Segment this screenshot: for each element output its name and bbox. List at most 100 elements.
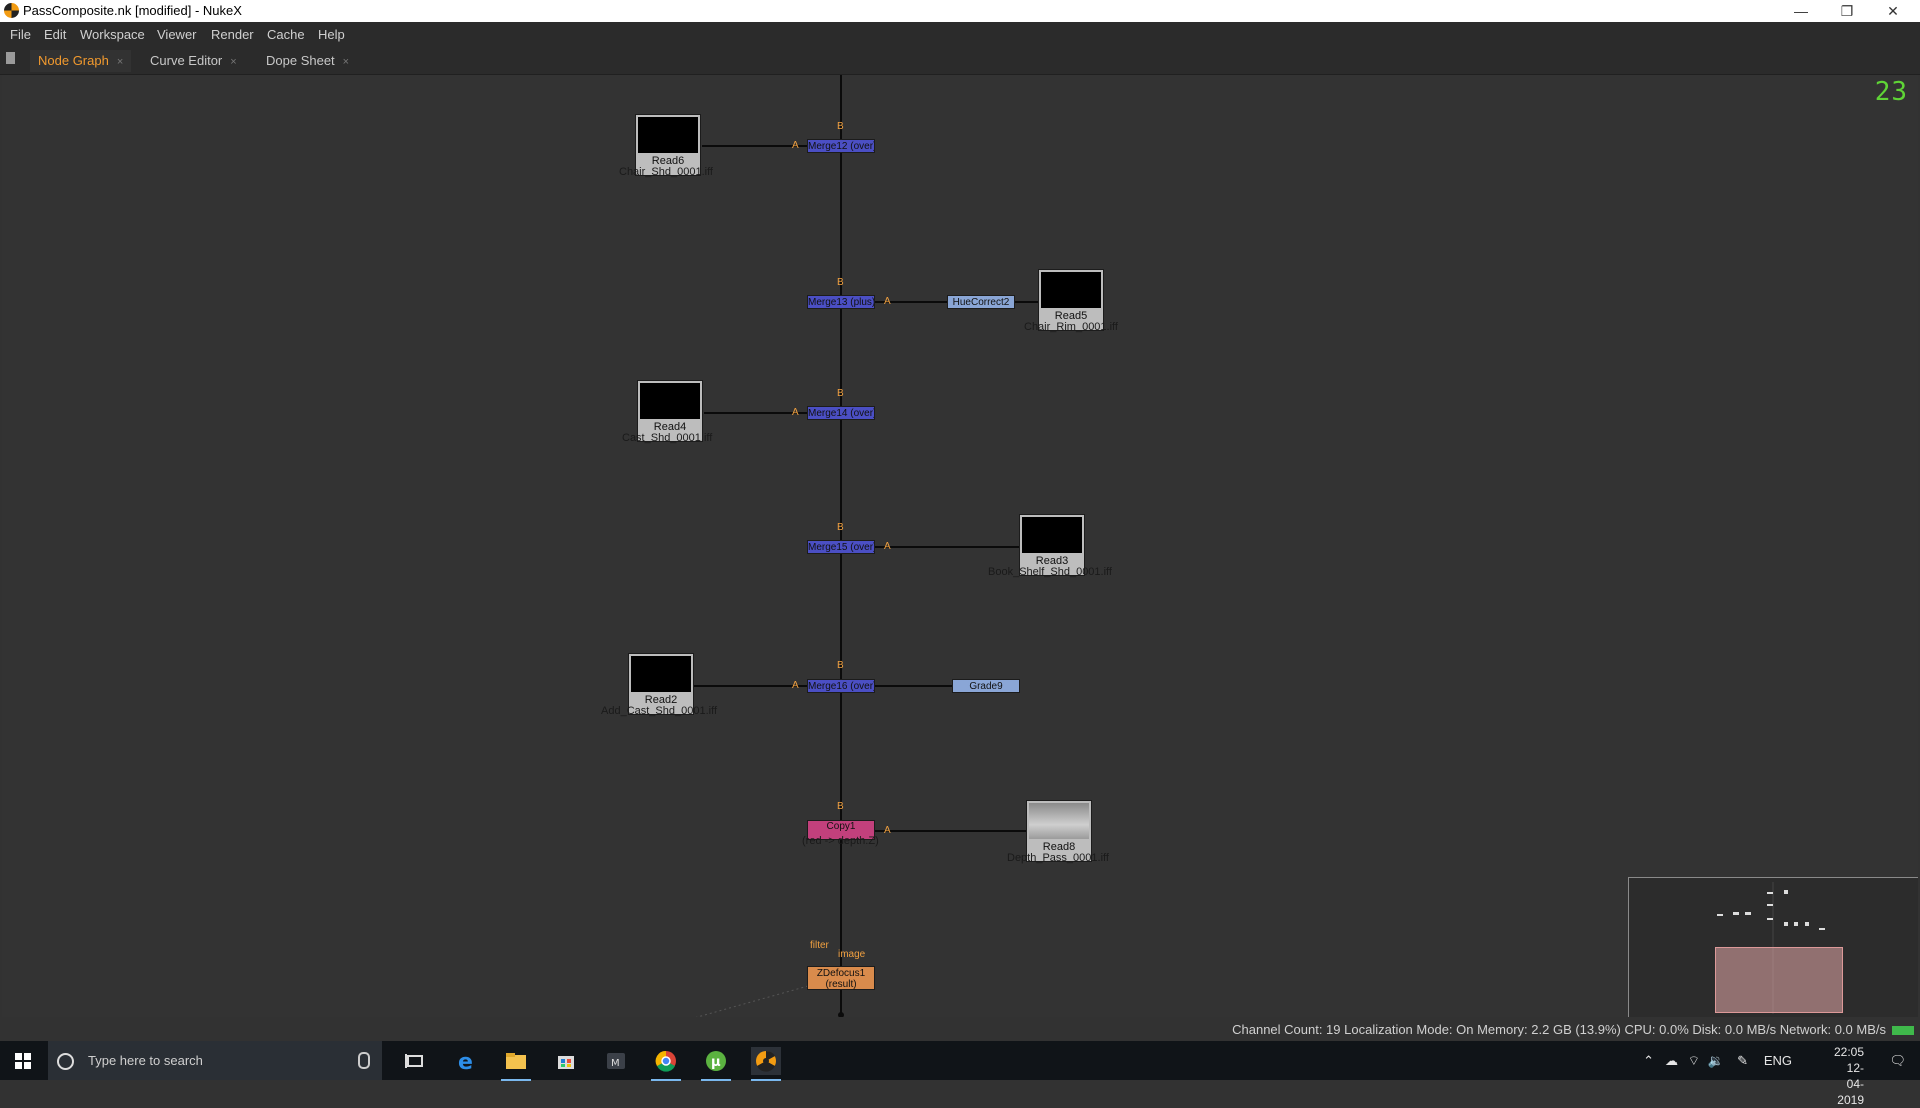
read5-node[interactable]: Read5 (1038, 269, 1104, 331)
node-label: Read4 (653, 421, 687, 433)
pin-b[interactable]: B (837, 801, 844, 812)
clock-date: 12-04-2019 (1837, 1061, 1864, 1107)
node-file-label: Depth_Pass_0001.iff (1007, 852, 1109, 864)
edge-icon[interactable]: e (452, 1047, 482, 1075)
status-indicator (1892, 1026, 1914, 1035)
minimap-viewport[interactable] (1715, 947, 1843, 1013)
menu-workspace[interactable]: Workspace (80, 27, 145, 42)
read4-node[interactable]: Read4 (637, 380, 703, 442)
close-tab-icon[interactable]: × (230, 56, 237, 68)
utorrent-icon[interactable]: μ (701, 1047, 731, 1081)
pin-a[interactable]: A (884, 825, 891, 836)
taskbar-search-box[interactable]: Type here to search (48, 1041, 382, 1080)
node-file-label: Chair_Rim_0001.iff (1024, 321, 1118, 333)
node-thumbnail (1041, 272, 1101, 308)
minimize-button[interactable]: — (1794, 3, 1808, 19)
wifi-icon[interactable]: ⌔ (1687, 1053, 1700, 1068)
merge16-node[interactable]: Merge16 (over) (807, 679, 875, 693)
node-file-label: Add_Cast_Shd_0001.iff (601, 705, 717, 717)
node-file-label: Cast_Shd_0001.iff (622, 432, 713, 444)
chevron-up-icon[interactable]: ⌃ (1643, 1053, 1654, 1068)
merge13-node[interactable]: Merge13 (plus) (807, 295, 875, 309)
pane-tab-bar: Node Graph× Curve Editor × Dope Sheet × (0, 46, 1920, 75)
app-icon[interactable]: M (601, 1047, 631, 1075)
frame-indicator: 23 (1874, 77, 1908, 107)
huecorrect2-node[interactable]: HueCorrect2 (947, 295, 1015, 309)
node-file-label: Book_Shelf_Shd_0001.iff (988, 566, 1112, 578)
tab-node-graph[interactable]: Node Graph× (30, 50, 132, 72)
node-thumbnail (1029, 803, 1089, 839)
pin-image[interactable]: image (838, 949, 866, 960)
merge12-node[interactable]: Merge12 (over) (807, 139, 875, 153)
pin-b[interactable]: B (837, 277, 844, 288)
node-label: Read2 (644, 694, 678, 706)
tab-curve-editor[interactable]: Curve Editor × (142, 50, 245, 72)
pin-b[interactable]: B (837, 522, 844, 533)
close-tab-icon[interactable]: × (116, 56, 124, 68)
node-label: Read8 (1042, 841, 1076, 853)
grade9-node[interactable]: Grade9 (952, 679, 1020, 693)
notification-icon[interactable]: 🗨 (1889, 1053, 1906, 1068)
close-tab-icon[interactable]: × (342, 56, 350, 68)
output-dot (838, 1012, 844, 1017)
volume-icon[interactable]: 🔉 (1707, 1053, 1724, 1068)
node-label: Read6 (651, 155, 685, 167)
node-label: Copy1 (826, 821, 856, 832)
tab-label: Dope Sheet (266, 53, 335, 68)
node-sub-label: (red -> depth.Z) (802, 835, 879, 847)
menu-help[interactable]: Help (318, 27, 345, 42)
read6-node[interactable]: Read6 (635, 114, 701, 176)
node-label: ZDefocus1 (816, 968, 866, 979)
zdefocus1-node[interactable]: ZDefocus1 (result) (807, 966, 875, 990)
pin-a[interactable]: A (884, 541, 891, 552)
store-icon[interactable] (551, 1047, 581, 1075)
pin-a[interactable]: A (792, 680, 799, 691)
chrome-icon[interactable] (651, 1047, 681, 1081)
onedrive-icon[interactable]: ☁ (1665, 1053, 1678, 1068)
pin-b[interactable]: B (837, 660, 844, 671)
node-thumbnail (640, 383, 700, 419)
tab-label: Curve Editor (150, 53, 223, 68)
search-placeholder: Type here to search (88, 1053, 203, 1068)
node-sub-label: (result) (825, 979, 857, 990)
read2-node[interactable]: Read2 (628, 653, 694, 715)
pane-menu-icon[interactable] (6, 52, 15, 64)
microphone-icon[interactable] (358, 1052, 370, 1069)
pin-b[interactable]: B (837, 121, 844, 132)
cortana-icon (57, 1053, 74, 1070)
windows-start-icon[interactable] (15, 1053, 31, 1069)
task-view-icon[interactable] (400, 1047, 430, 1075)
read8-node[interactable]: Read8 (1026, 800, 1092, 862)
close-window-button[interactable]: ✕ (1887, 3, 1899, 19)
menu-cache[interactable]: Cache (267, 27, 305, 42)
clock[interactable]: 22:05 12-04-2019 (1834, 1044, 1864, 1108)
pen-icon[interactable]: ✎ (1737, 1053, 1748, 1068)
menu-file[interactable]: File (10, 27, 31, 42)
file-explorer-icon[interactable] (501, 1047, 531, 1081)
svg-text:e: e (458, 1050, 473, 1075)
window-title: PassComposite.nk [modified] - NukeX (23, 3, 242, 18)
taskbar: Type here to search e M μ ⌃ ☁ ⌔ 🔉 ✎ ENG … (0, 1041, 1920, 1107)
language-indicator[interactable]: ENG (1763, 1053, 1792, 1068)
pin-filter[interactable]: filter (810, 940, 829, 951)
restore-button[interactable]: ❐ (1840, 3, 1854, 19)
pin-a[interactable]: A (884, 296, 891, 307)
pin-a[interactable]: A (792, 140, 799, 151)
read3-node[interactable]: Read3 (1019, 514, 1085, 576)
node-label: Read5 (1054, 310, 1088, 322)
copy1-node[interactable]: Copy1 (807, 820, 875, 840)
nuke-app-icon (4, 3, 19, 18)
svg-text:M: M (611, 1058, 620, 1069)
menu-edit[interactable]: Edit (44, 27, 67, 42)
nuke-icon[interactable] (751, 1047, 781, 1081)
menu-viewer[interactable]: Viewer (157, 27, 197, 42)
tab-dope-sheet[interactable]: Dope Sheet × (258, 50, 357, 72)
pin-a[interactable]: A (792, 407, 799, 418)
merge15-node[interactable]: Merge15 (over) (807, 540, 875, 554)
merge14-node[interactable]: Merge14 (over) (807, 406, 875, 420)
node-graph-canvas[interactable]: 23 Read6 Chair_Shd_0001.iff B A Merge12 … (2, 75, 1918, 1017)
title-bar: PassComposite.nk [modified] - NukeX — ❐ … (0, 0, 1920, 22)
pin-b[interactable]: B (837, 388, 844, 399)
graph-minimap[interactable] (1628, 877, 1918, 1017)
menu-render[interactable]: Render (211, 27, 254, 42)
